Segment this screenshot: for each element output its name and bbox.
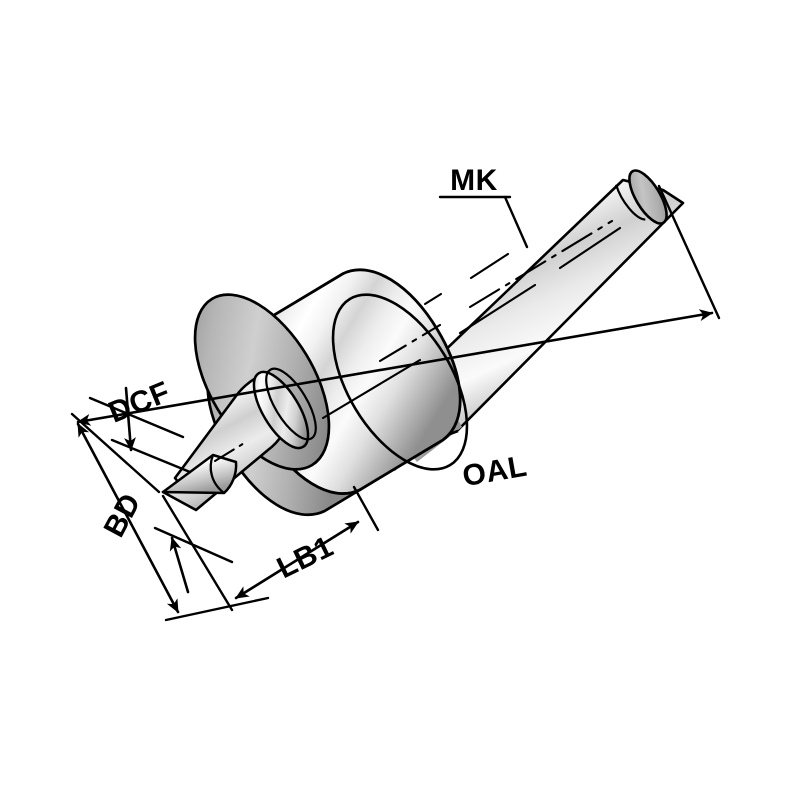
shank-end-chamfer: [615, 184, 646, 221]
dimension-lines-group: [70, 184, 721, 622]
point-tip: [161, 453, 238, 495]
shank-highlight-line-b: [558, 226, 622, 270]
oal-dim-line: [76, 309, 714, 426]
label-bd: BD: [98, 488, 148, 543]
dcf-ext-lower: [110, 438, 192, 474]
mk-leader-line: [503, 195, 529, 249]
lb1-dim-line: [234, 520, 360, 600]
tip-surface: [161, 453, 238, 495]
oal-ext-right: [657, 184, 721, 320]
label-lb1: LB1: [272, 530, 339, 585]
lb1-ext-left: [161, 494, 234, 612]
axis-seg-tip: [213, 440, 248, 463]
label-oal: OAL: [460, 450, 530, 494]
bd-ext-lower: [164, 596, 270, 622]
part-body-group: [161, 169, 685, 517]
shank-end-face: [628, 169, 668, 225]
label-mk: MK: [450, 164, 498, 197]
dimension-lb1: [161, 485, 380, 612]
axis-seg-shank: [468, 219, 614, 309]
bd-dim-line: [76, 422, 180, 614]
small-dim-line: [169, 536, 190, 594]
dimension-bd: [76, 422, 270, 622]
shank-top-line: [469, 252, 510, 280]
body-shoulder-line: [423, 292, 443, 306]
tip-base-arc: [209, 454, 225, 494]
dimension-small-unlabeled: [153, 526, 234, 594]
dimension-mk: [438, 195, 529, 249]
lb1-ext-right: [352, 485, 380, 532]
label-dcf: DCF: [104, 375, 175, 429]
